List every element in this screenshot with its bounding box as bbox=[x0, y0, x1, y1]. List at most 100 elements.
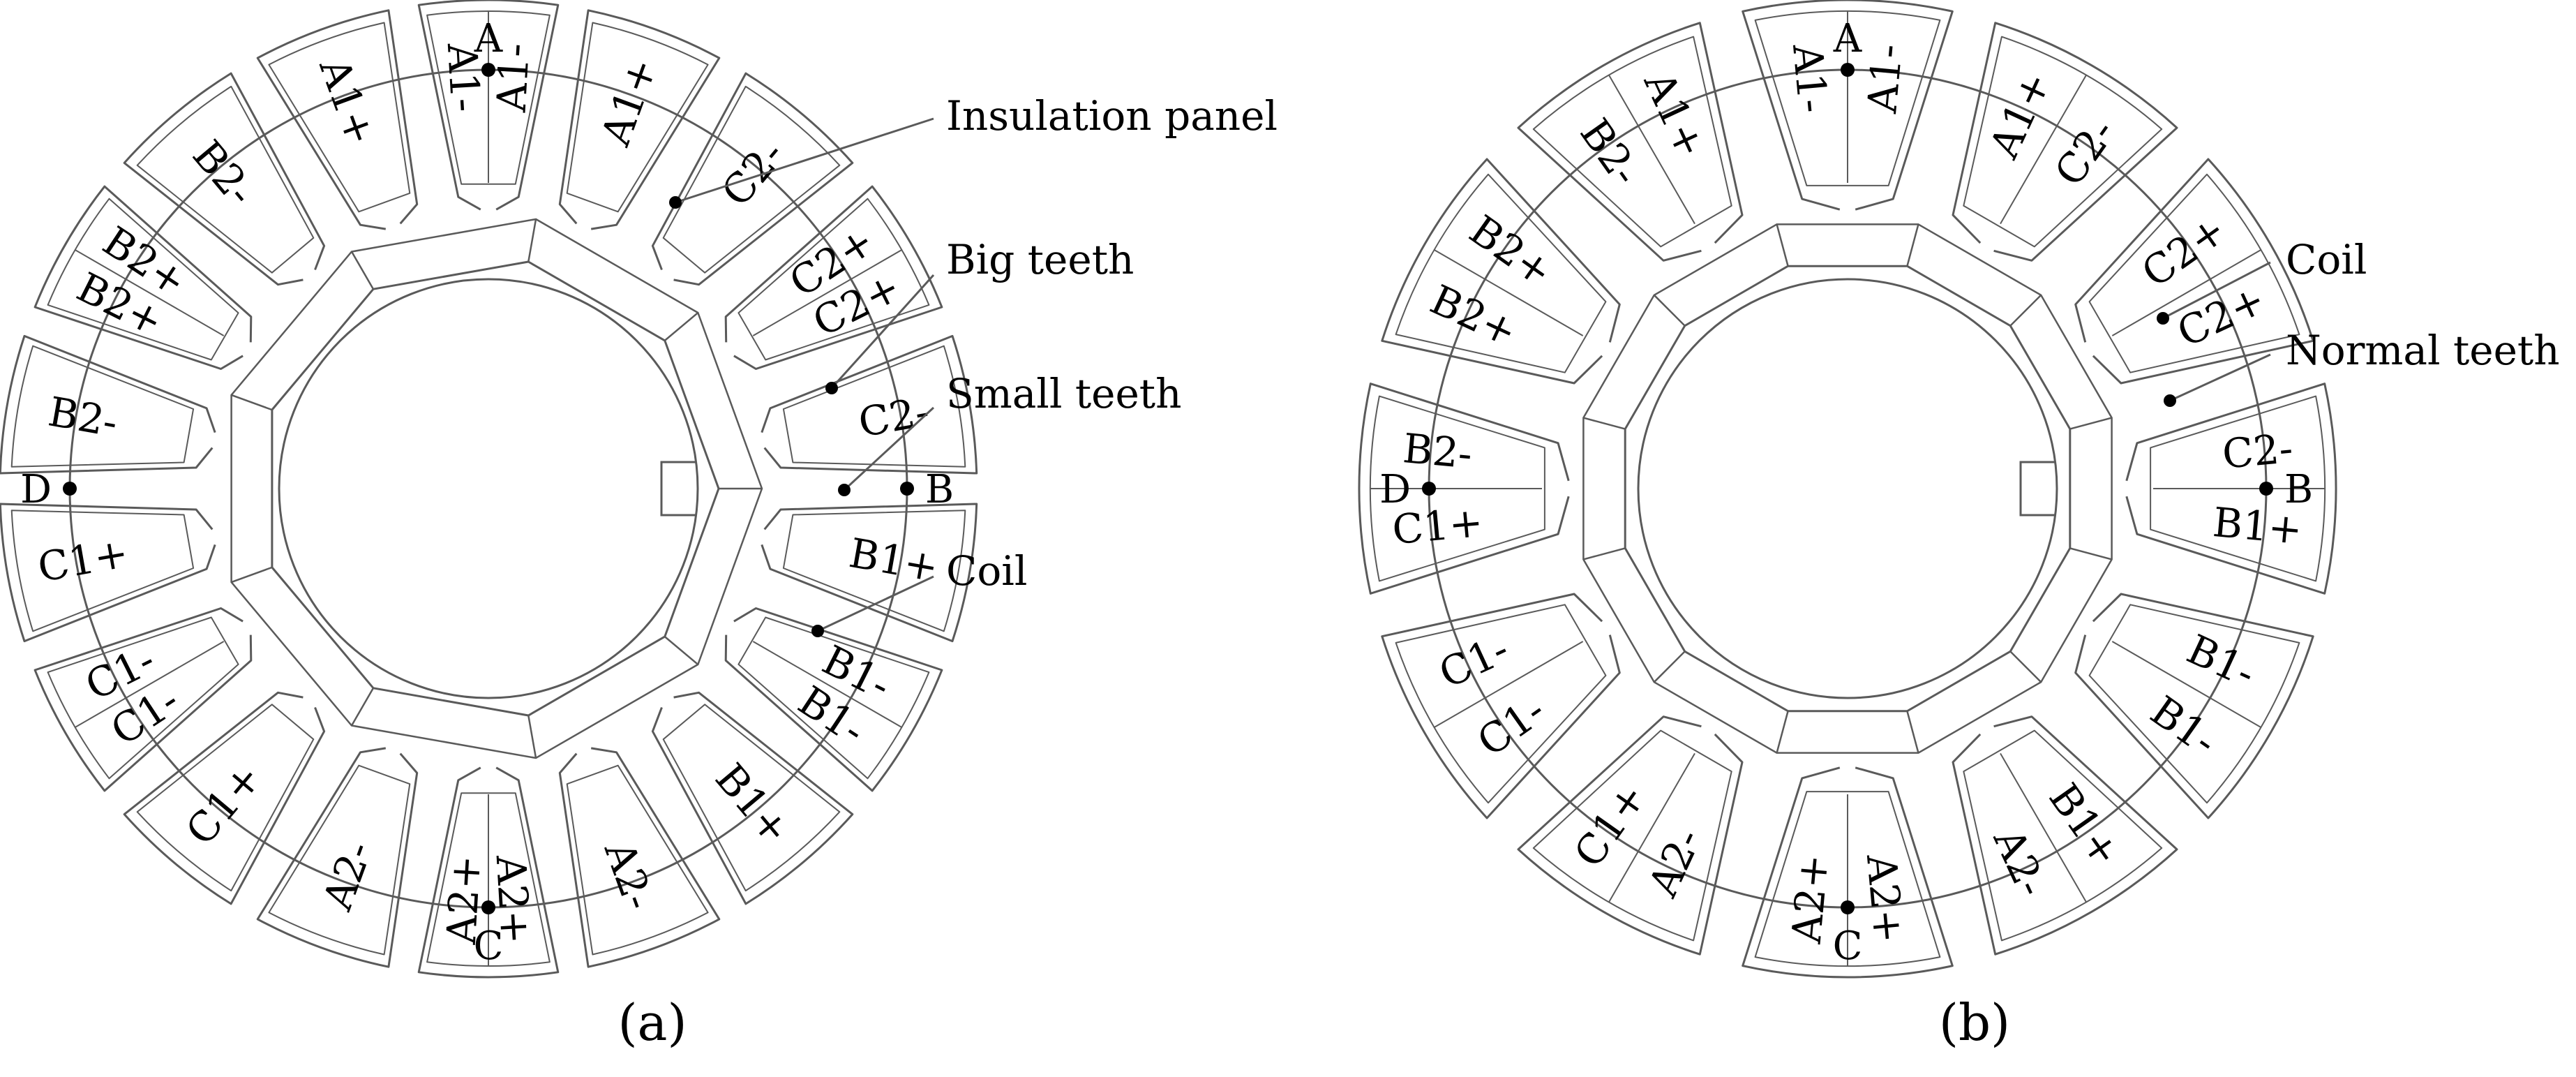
coil-divider bbox=[75, 249, 225, 336]
position-dot-bottom-a bbox=[481, 900, 495, 914]
tooth-shoe-divider bbox=[2009, 294, 2042, 327]
tooth-shoe-divider bbox=[231, 394, 273, 411]
coil-label: C1+ bbox=[1565, 774, 1656, 875]
stator-slot bbox=[558, 9, 721, 230]
stator-slot bbox=[417, 766, 560, 979]
slot-insulation bbox=[662, 85, 841, 274]
tooth-shoe-divider bbox=[1583, 547, 1626, 560]
annotation-label: Big teeth bbox=[946, 236, 1134, 283]
stator-slot bbox=[2074, 593, 2314, 819]
coil-divider bbox=[2111, 641, 2261, 728]
slot-insulation bbox=[10, 510, 195, 632]
stator-slot bbox=[1517, 715, 1744, 956]
slot-insulation bbox=[47, 616, 239, 780]
annotation-insulation-panel: Insulation panel bbox=[669, 92, 1278, 209]
position-label-right-a: B bbox=[925, 467, 954, 512]
tooth-shoe-outline bbox=[230, 218, 763, 759]
coil-label: C2- bbox=[2045, 110, 2125, 195]
coil-divider bbox=[1434, 249, 1584, 336]
coil-label: B1+ bbox=[846, 529, 942, 591]
annotation-label: Small teeth bbox=[946, 370, 1181, 417]
coil-label: A2- bbox=[1639, 822, 1711, 905]
coil-label: A2+ bbox=[437, 854, 490, 946]
coil-divider bbox=[752, 641, 902, 728]
coil-label: A2- bbox=[1984, 821, 2055, 904]
coil-label: A1- bbox=[1783, 41, 1837, 114]
position-label-left-b: D bbox=[1379, 467, 1411, 512]
position-dot-right-b bbox=[2259, 482, 2273, 496]
coil-divider bbox=[752, 249, 902, 336]
rotor-circle-b bbox=[1637, 278, 2058, 699]
slot-insulation bbox=[136, 85, 315, 274]
slot-insulation bbox=[2088, 173, 2300, 373]
slot-insulation bbox=[737, 198, 930, 361]
rotor-circle-a bbox=[278, 278, 699, 699]
tooth-shoe-divider bbox=[527, 218, 537, 262]
stator-slot bbox=[33, 607, 253, 792]
position-dot-top-a bbox=[481, 63, 495, 77]
position-dot-top-b bbox=[1841, 63, 1855, 77]
position-dot-bottom-b bbox=[1841, 900, 1855, 914]
coil-label: B1- bbox=[2142, 687, 2226, 766]
tooth-shoe-divider bbox=[1906, 224, 1919, 267]
position-label-top-b: A bbox=[1833, 16, 1862, 61]
coil-label: A1- bbox=[438, 41, 490, 113]
annotation-coil-b: Coil bbox=[2157, 236, 2367, 325]
coil-label: A1+ bbox=[592, 52, 667, 152]
coil-label: B1+ bbox=[2039, 775, 2129, 875]
slot-insulation bbox=[662, 704, 841, 892]
tooth-shoe-divider bbox=[2069, 417, 2112, 430]
stator-slot bbox=[417, 0, 560, 211]
slot-insulation bbox=[1532, 729, 1732, 942]
stator-slot bbox=[1381, 158, 1621, 385]
position-dot-left-b bbox=[1422, 482, 1436, 496]
slot-insulation bbox=[737, 616, 930, 780]
annotation-coil-a: Coil bbox=[811, 547, 1027, 637]
stator-slot bbox=[2074, 158, 2314, 385]
tooth-shoe-divider bbox=[1653, 294, 1686, 327]
annotation-label: Coil bbox=[2286, 236, 2367, 283]
stator-slot bbox=[1381, 593, 1621, 819]
coil-label: A1- bbox=[1858, 42, 1912, 115]
tooth-shoe-divider bbox=[1583, 417, 1626, 430]
coil-label: A2+ bbox=[1857, 852, 1912, 945]
coil-label: A2+ bbox=[487, 853, 539, 945]
annotation-label: Normal teeth bbox=[2286, 327, 2560, 374]
position-label-bottom-b: C bbox=[1833, 923, 1863, 969]
stator-slot bbox=[724, 185, 943, 370]
slot-insulation bbox=[426, 792, 551, 967]
slot-insulation bbox=[2150, 395, 2326, 582]
coil-label: A1- bbox=[487, 42, 539, 114]
stator-slot bbox=[123, 72, 326, 286]
coil-label: C1+ bbox=[1391, 498, 1485, 554]
stator-slot bbox=[256, 747, 419, 968]
slot-insulation bbox=[782, 510, 966, 632]
slot-insulation bbox=[136, 704, 315, 892]
coil-label: B1- bbox=[2180, 625, 2263, 697]
slot-insulation bbox=[268, 22, 411, 213]
coil-divider bbox=[75, 641, 225, 728]
stator-slot bbox=[33, 185, 253, 370]
tooth-shoe-divider bbox=[1906, 711, 1919, 753]
stator-slot bbox=[651, 691, 854, 905]
coil-label: B2- bbox=[45, 387, 121, 446]
slot-insulation bbox=[1754, 791, 1941, 967]
slot-insulation bbox=[10, 345, 195, 468]
slot-insulation bbox=[1963, 729, 2163, 942]
tooth-shoe-divider bbox=[1776, 711, 1789, 753]
position-label-top-a: A bbox=[474, 16, 503, 61]
slot-insulation bbox=[566, 764, 709, 956]
slot-insulation bbox=[1963, 36, 2163, 248]
position-label-left-a: D bbox=[20, 467, 52, 512]
tooth-shoe-divider bbox=[231, 566, 273, 584]
stator-slot bbox=[123, 691, 326, 905]
tooth-shoe-divider bbox=[350, 251, 375, 290]
tooth-shoe-divider bbox=[527, 715, 537, 759]
rotor-key-notch bbox=[2019, 461, 2055, 517]
stator-slot bbox=[0, 334, 216, 475]
stator-bore bbox=[1624, 265, 2072, 713]
stator-slot bbox=[1358, 382, 1570, 595]
position-dot-left-a bbox=[63, 482, 77, 496]
coil-label: B1+ bbox=[2211, 498, 2305, 554]
